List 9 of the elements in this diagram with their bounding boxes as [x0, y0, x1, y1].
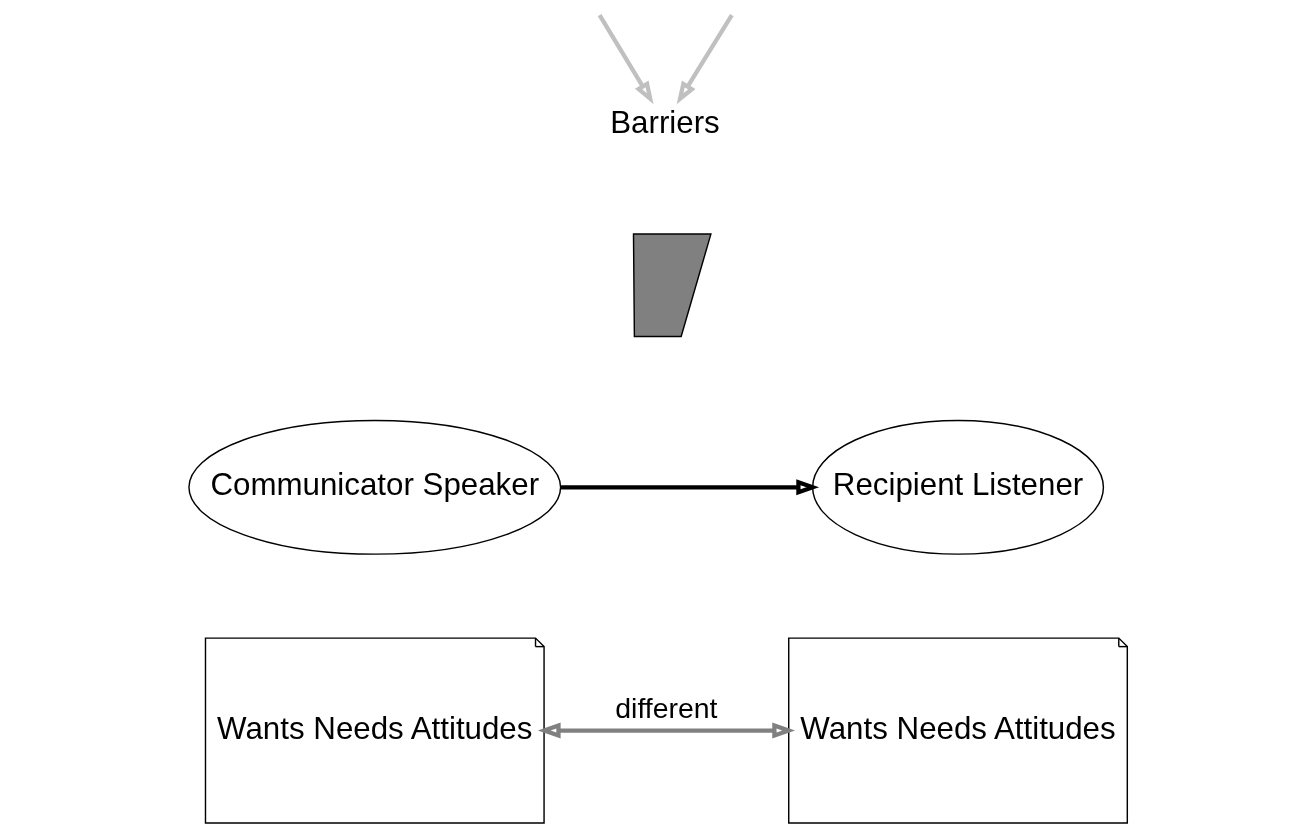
node-ellipse: Recipient Listener [811, 419, 1105, 555]
arrow [561, 479, 820, 496]
node-ellipse: Communicator Speaker [188, 419, 562, 555]
edge-label: different [615, 691, 718, 724]
arrow [597, 14, 654, 105]
arrow [537, 722, 796, 739]
node-lightning [632, 233, 712, 338]
arrow [676, 13, 734, 105]
node-text: Barriers [610, 104, 720, 140]
